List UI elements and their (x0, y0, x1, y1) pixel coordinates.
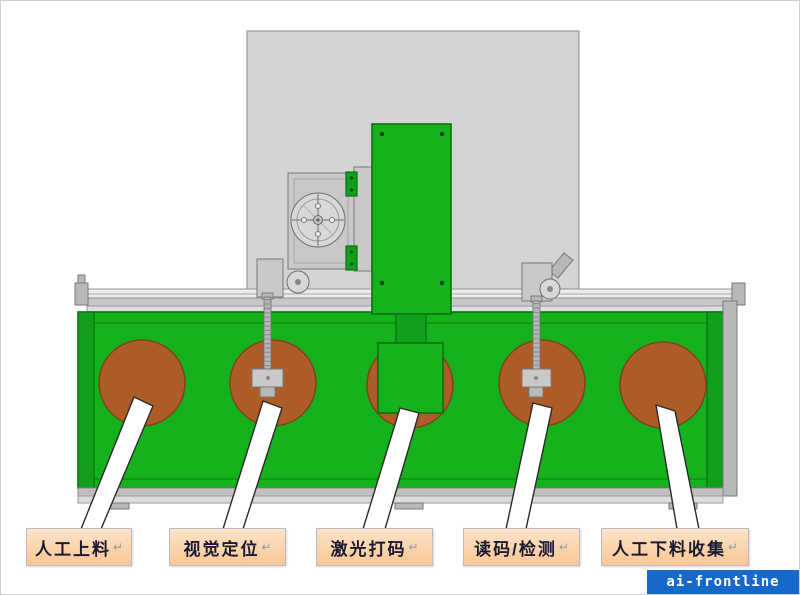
conveyor-left-panel (77, 311, 95, 489)
base-frame-lower (77, 495, 724, 504)
callout-code-reading: 读码/检测 ↵ (463, 528, 580, 566)
conveyor-right-end-plate (722, 300, 738, 497)
marking-head (377, 342, 444, 414)
rotary-positioner (287, 166, 374, 272)
watermark-badge: ai-frontline (647, 570, 799, 594)
laser-column (371, 123, 452, 414)
callout-label: 读码/检测 (474, 539, 557, 559)
callout-label: 人工下料收集 (611, 539, 726, 559)
rail-left-cap (74, 282, 89, 306)
clamp-block-bottom (345, 245, 358, 271)
callout-manual-unloading: 人工下料收集 ↵ (601, 528, 749, 566)
clamp-block-top (345, 171, 358, 197)
paragraph-mark-icon: ↵ (112, 540, 124, 554)
base-frame-upper (77, 487, 724, 497)
callout-label: 视觉定位 (183, 539, 260, 559)
paragraph-mark-icon: ↵ (261, 540, 272, 554)
callout-label: 激光打码 (330, 539, 407, 559)
rail-right-cap (731, 282, 746, 306)
paragraph-mark-icon: ↵ (558, 540, 569, 554)
callout-label: 人工上料 (34, 539, 111, 559)
callout-manual-loading: 人工上料 ↵ (26, 528, 132, 566)
conveyor-right-panel (706, 311, 724, 489)
reader-arm (548, 252, 574, 279)
machine-foot (394, 502, 424, 510)
callout-vision-positioning: 视觉定位 ↵ (169, 528, 286, 566)
watermark-text: ai-frontline (666, 574, 780, 590)
callout-laser-marking: 激光打码 ↵ (316, 528, 433, 566)
paragraph-mark-icon: ↵ (408, 540, 419, 554)
reader-tip (528, 386, 544, 398)
laser-neck (395, 313, 427, 344)
sensor-tip (259, 386, 276, 398)
code-reader-post (521, 252, 574, 398)
paragraph-mark-icon: ↵ (727, 540, 739, 554)
vision-sensor-post (251, 258, 310, 398)
